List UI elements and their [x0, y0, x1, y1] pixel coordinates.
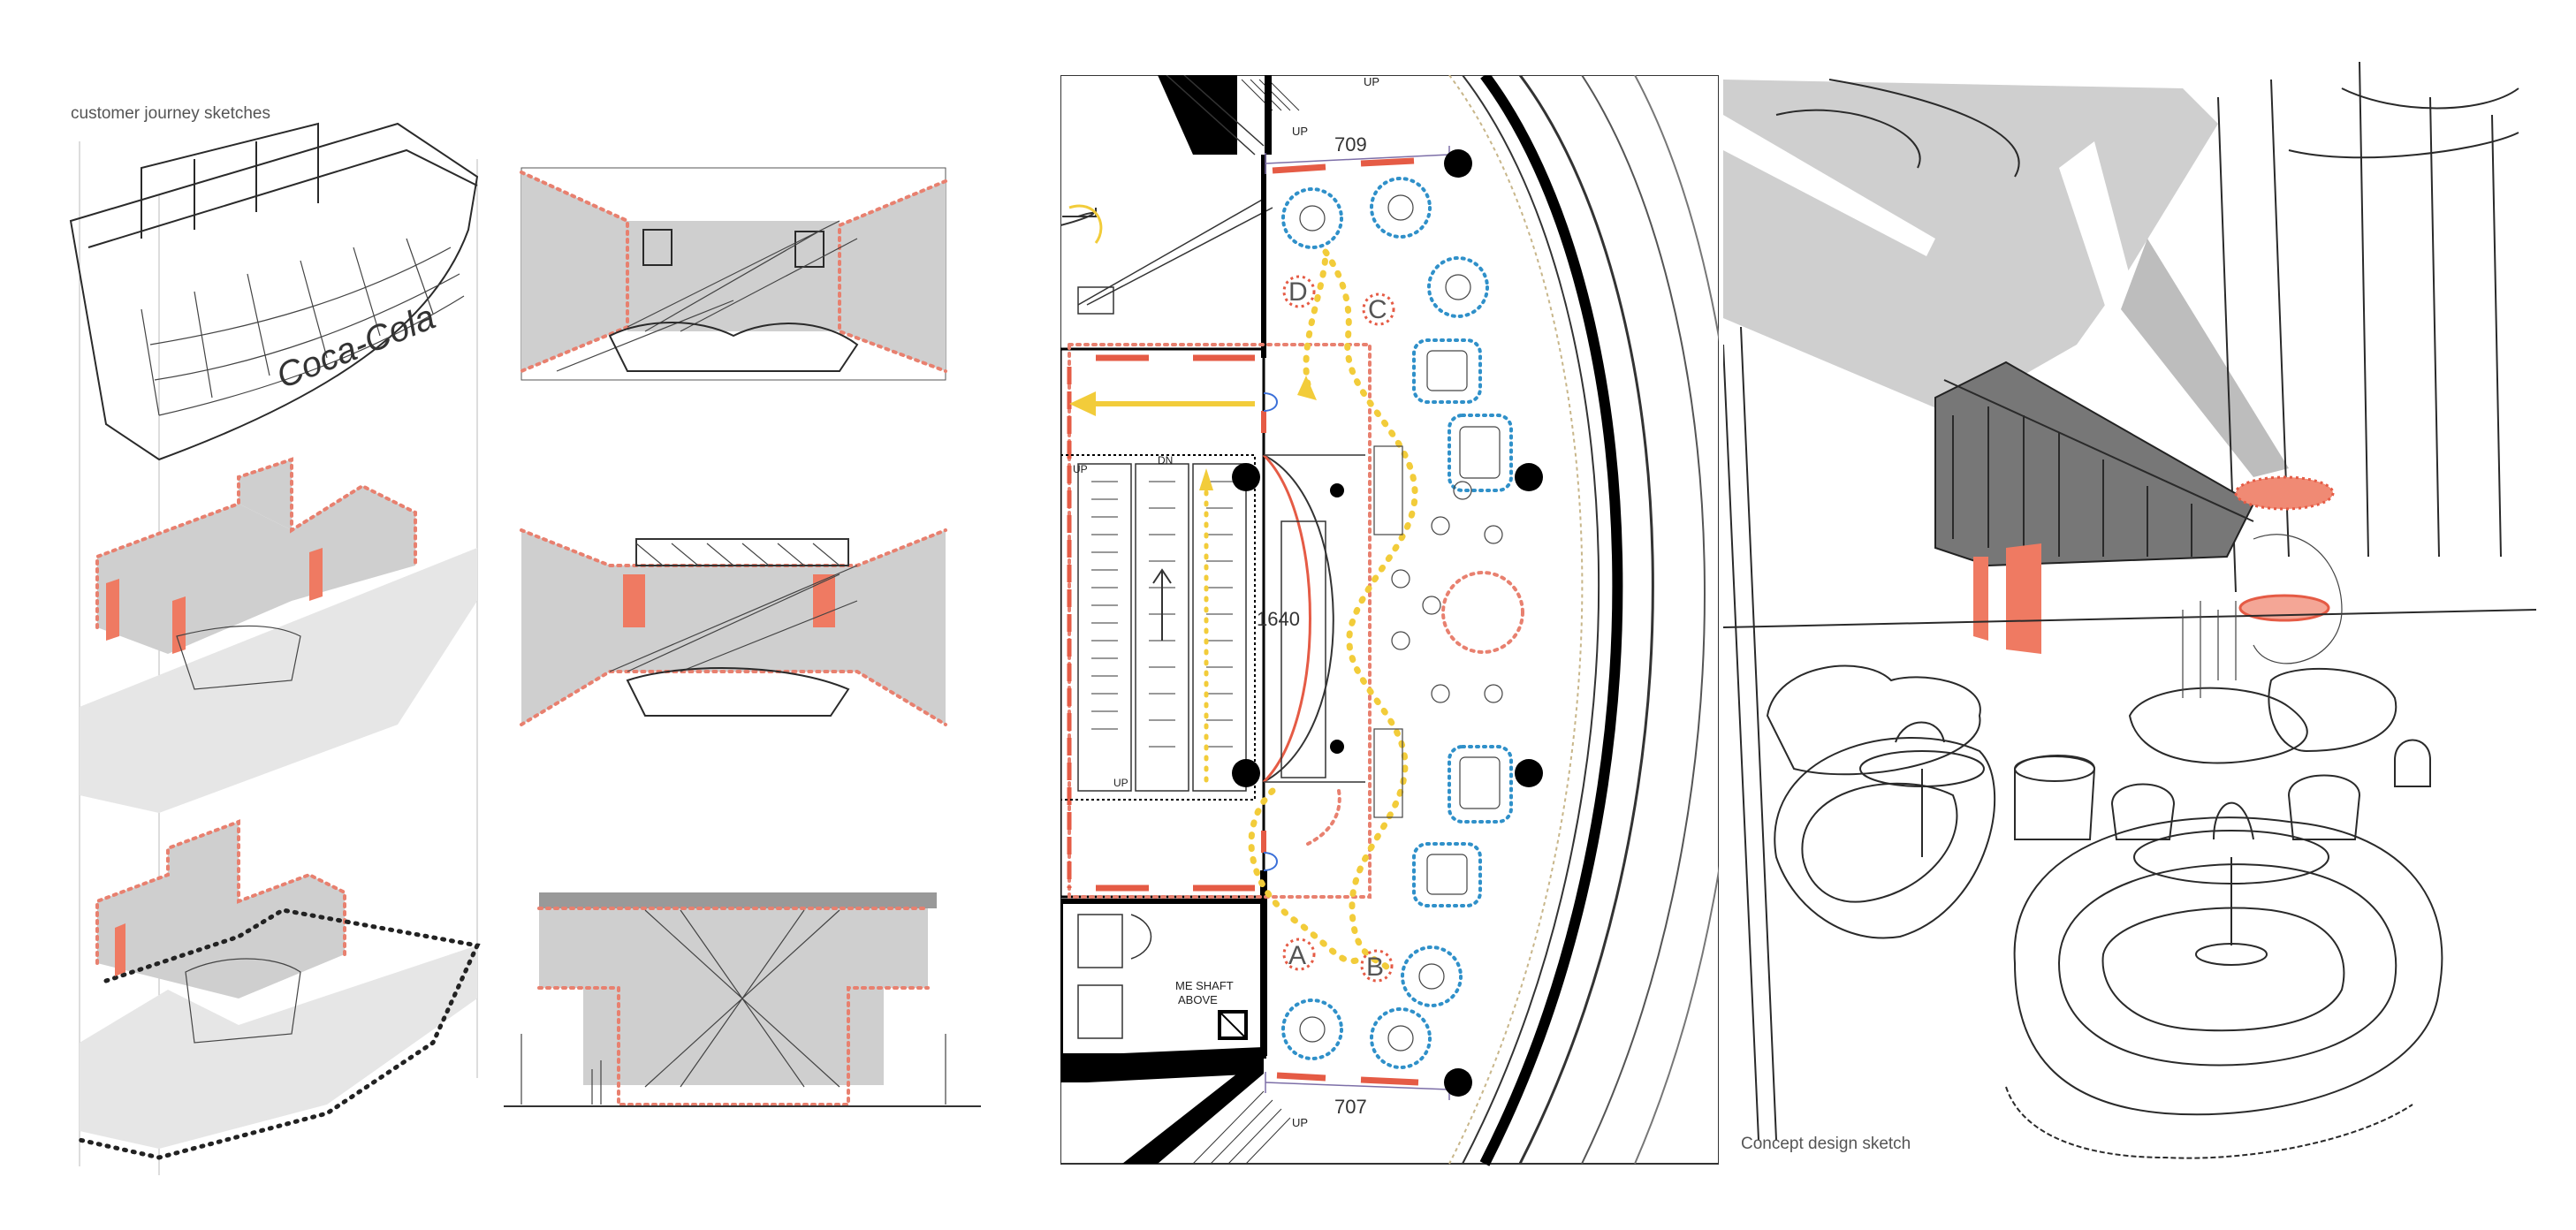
caption-customer-journey: customer journey sketches — [71, 104, 270, 123]
label-me-shaft-line2: ABOVE — [1178, 993, 1218, 1006]
caption-concept-design: Concept design sketch — [1741, 1135, 1911, 1153]
customer-path — [1069, 248, 1418, 971]
label-up-top-right: UP — [1364, 75, 1379, 88]
svg-text:D: D — [1288, 277, 1308, 307]
zone-marker-d: D — [1282, 275, 1316, 308]
communal-table-top — [1373, 445, 1403, 535]
label-up-escalator: UP — [1073, 463, 1088, 475]
zone-marker-a: A — [1282, 938, 1316, 971]
label-me-shaft-line1: ME SHAFT — [1175, 979, 1234, 992]
sketch-section-elevation — [504, 892, 981, 1107]
sketch-signage-facade: Coca-Cola — [69, 122, 479, 461]
sketch-corridor-front — [520, 167, 947, 381]
label-up-top-left: UP — [1292, 125, 1308, 138]
sketch-corridor-red-doors — [520, 528, 947, 726]
ceiling-shade — [1723, 80, 2218, 415]
red-pillar-right — [2006, 543, 2041, 654]
escalator-up — [1077, 463, 1247, 792]
sign-coca-cola-text: Coca-Cola — [271, 298, 441, 397]
label-up-bottom: UP — [1292, 1116, 1308, 1129]
concept-sketch-panel: Concept design sketch — [1723, 62, 2536, 1159]
svg-text:B: B — [1366, 953, 1384, 982]
structural-columns — [1232, 149, 1543, 1097]
central-bar — [1441, 571, 1524, 654]
large-round-sofa — [2005, 801, 2443, 1159]
dimension-709: 709 — [1265, 133, 1450, 174]
floor-plan-panel: UP UP 709 707 UP ME SHAFT ABOVE — [1060, 75, 1719, 1166]
journey-sketches-panel: Coca-Cola — [69, 122, 981, 1175]
dim-bottom-value: 707 — [1334, 1096, 1367, 1118]
red-chandelier — [2234, 475, 2335, 511]
sketch-booth-isometric — [80, 457, 477, 813]
dim-center-value: 1640 — [1257, 608, 1300, 630]
svg-text:A: A — [1288, 941, 1306, 970]
label-up-lower: UP — [1113, 777, 1128, 789]
dim-top-value: 709 — [1334, 133, 1367, 156]
communal-table-bottom — [1373, 728, 1403, 818]
bistro-tables — [1391, 481, 1503, 703]
zone-marker-c: C — [1362, 292, 1395, 326]
booth-seating-group — [1412, 338, 1513, 907]
round-table-group — [1281, 177, 1489, 1069]
label-dn-escalator: DN — [1158, 454, 1173, 467]
svg-text:C: C — [1368, 295, 1387, 324]
red-pillar-left — [1973, 557, 1988, 641]
sketch-booth-footprint — [77, 819, 481, 1160]
zone-marker-b: B — [1360, 949, 1394, 983]
dimension-707: 707 — [1265, 1072, 1450, 1118]
